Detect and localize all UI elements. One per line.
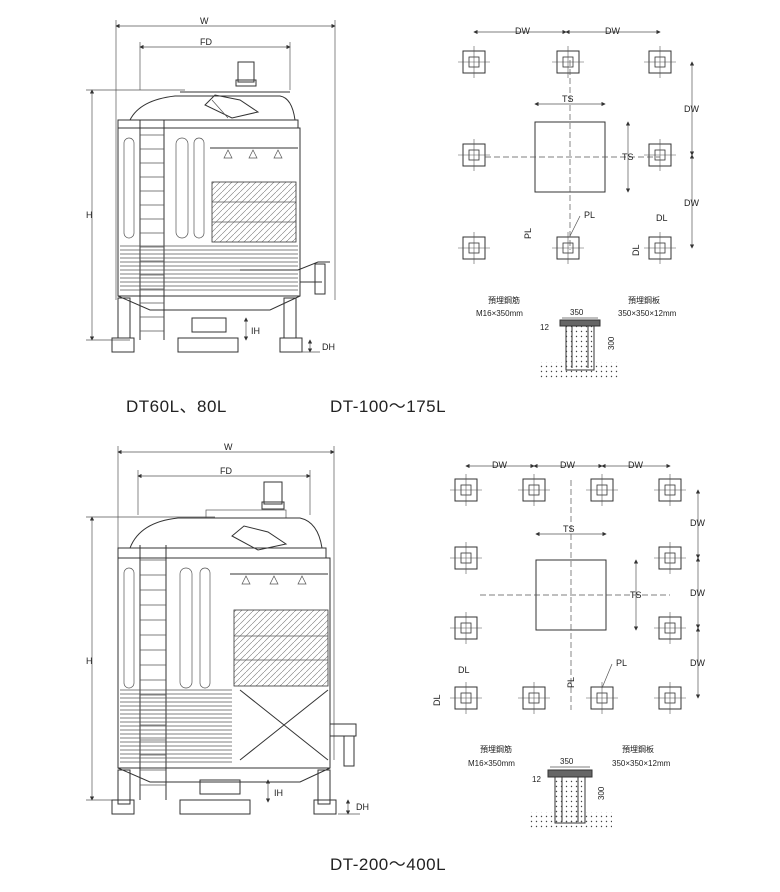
steel-plate-spec-bottom: 350×350×12mm: [612, 759, 671, 768]
dl-label-bottom-side: DL: [432, 694, 442, 706]
tower-elevation-large: W FD H: [86, 442, 369, 815]
dl-label-top: DL: [656, 213, 668, 223]
dim-300-top: 300: [607, 336, 616, 350]
anchor-detail-top: 預埋鋼筋 M16×350mm 預埋鋼板 350×350×12mm 350 12 …: [476, 295, 677, 378]
depth-height-label-2: DH: [356, 802, 369, 812]
dw-label-bottom-1: DW: [492, 460, 507, 470]
dl-label-bottom: DL: [458, 665, 470, 675]
fan-diameter-label-2: FD: [220, 466, 232, 476]
dw-label-side-2: DW: [684, 198, 699, 208]
dim-12-top: 12: [540, 323, 549, 332]
dw-label-bottom-side-2: DW: [690, 588, 705, 598]
dw-label-top-1: DW: [515, 26, 530, 36]
dim-350-top: 350: [570, 308, 584, 317]
pl-label-top: PL: [584, 210, 595, 220]
dw-label-bottom-2: DW: [560, 460, 575, 470]
inlet-height-label: IH: [251, 326, 260, 336]
caption-dt200-400: DT-200～400L: [330, 855, 447, 874]
caption-dt60-80: DT60L、80L: [126, 397, 227, 416]
height-label-2: H: [86, 656, 93, 666]
fan-diameter-label: FD: [200, 37, 212, 47]
width-label: W: [200, 16, 209, 26]
dim-300-bottom: 300: [597, 786, 606, 800]
ts-label-side-top: TS: [622, 152, 634, 162]
dim-350-bottom: 350: [560, 757, 574, 766]
width-label-2: W: [224, 442, 233, 452]
height-label: H: [86, 210, 93, 220]
depth-height-label: DH: [322, 342, 335, 352]
dw-label-bottom-side-3: DW: [690, 658, 705, 668]
dim-12-bottom: 12: [532, 775, 541, 784]
ts-label-side-bottom: TS: [630, 590, 642, 600]
foundation-plan-top: DW DW DW DW TS TS PL PL DL DL: [458, 26, 699, 264]
pl-label-top-side: PL: [523, 228, 533, 239]
dw-label-side-1: DW: [684, 104, 699, 114]
pl-label-bottom: PL: [616, 658, 627, 668]
steel-plate-label-top: 預埋鋼板: [628, 295, 660, 305]
dw-label-bottom-side-1: DW: [690, 518, 705, 528]
pl-label-bottom-side: PL: [566, 677, 576, 688]
dl-label-top-side: DL: [631, 244, 641, 256]
steel-plate-label-bottom: 預埋鋼板: [622, 744, 654, 754]
ts-label-bottom: TS: [563, 524, 575, 534]
steel-bar-label-bottom: 預埋鋼筋: [480, 744, 512, 754]
caption-dt100-175: DT-100～175L: [330, 397, 447, 416]
dw-label-top-2: DW: [605, 26, 620, 36]
ts-label-top: TS: [562, 94, 574, 104]
steel-bar-label-top: 預埋鋼筋: [488, 295, 520, 305]
inlet-height-label-2: IH: [274, 788, 283, 798]
dw-label-bottom-3: DW: [628, 460, 643, 470]
steel-plate-spec-top: 350×350×12mm: [618, 309, 677, 318]
steel-bar-spec-bottom: M16×350mm: [468, 759, 515, 768]
tower-elevation-small: W FD H: [86, 16, 336, 353]
foundation-plan-bottom: DW DW DW DW DW DW TS TS DL DL PL PL: [432, 460, 705, 714]
anchor-detail-bottom: 預埋鋼筋 M16×350mm 預埋鋼板 350×350×12mm 350 12 …: [468, 744, 671, 830]
steel-bar-spec-top: M16×350mm: [476, 309, 523, 318]
